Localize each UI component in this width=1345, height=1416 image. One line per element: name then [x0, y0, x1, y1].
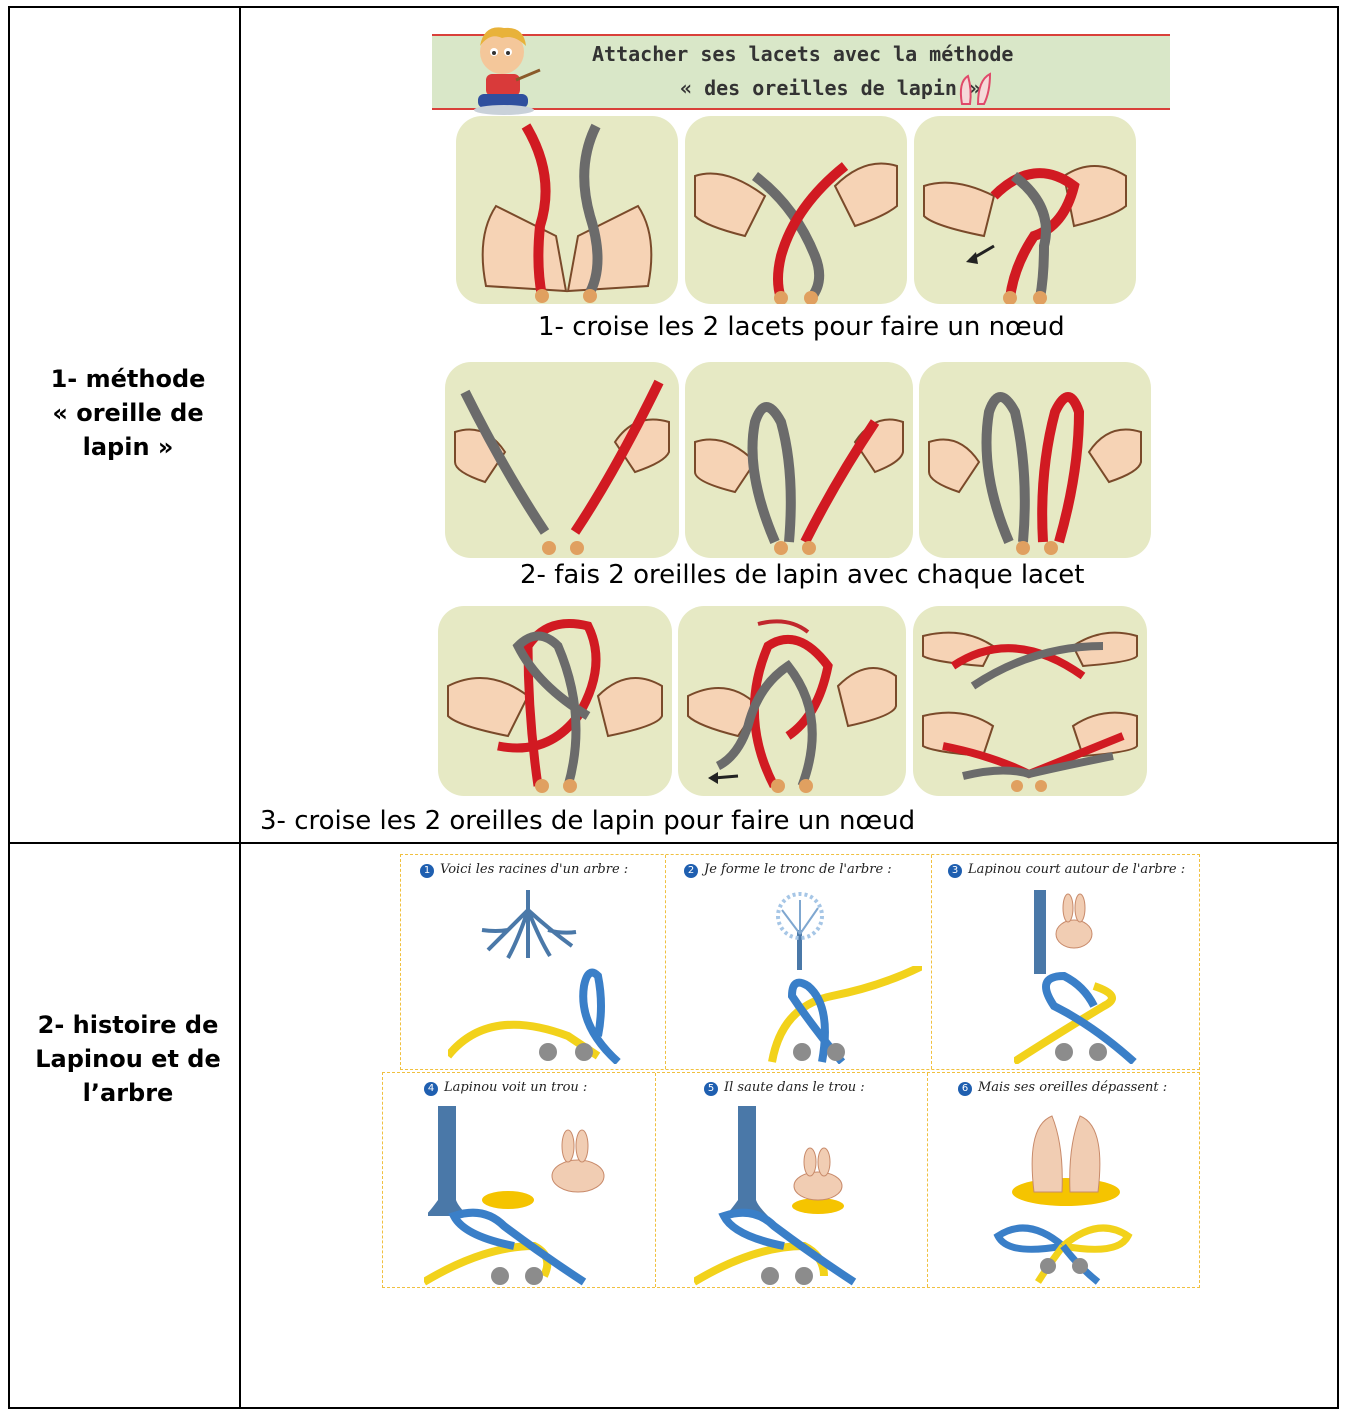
- row-2-label-line: 2- histoire de: [18, 1008, 238, 1042]
- step-number-badge: 3: [948, 864, 962, 878]
- step-2-panel-b: [685, 362, 913, 558]
- step-2-panel-c: [919, 362, 1151, 558]
- table-row-divider: [8, 842, 1339, 844]
- laces-illustration: [685, 362, 913, 558]
- step-2-caption: 2- fais 2 oreilles de lapin avec chaque …: [520, 560, 1084, 590]
- step-2-panel-a: [445, 362, 679, 558]
- bow-knot-illustration: [988, 1206, 1138, 1286]
- banner-title-line-1: Attacher ses lacets avec la méthode: [592, 42, 1013, 66]
- step-number-badge: 6: [958, 1082, 972, 1096]
- story-caption-text: Mais ses oreilles dépassent :: [978, 1080, 1167, 1095]
- step-number-badge: 1: [420, 864, 434, 878]
- step-1-caption: 1- croise les 2 lacets pour faire un nœu…: [538, 312, 1065, 342]
- row-2-label-line: Lapinou et de: [18, 1042, 238, 1076]
- table-right-border: [1337, 6, 1339, 1409]
- step-3-panel-a: [438, 606, 672, 796]
- row-2-label: 2- histoire de Lapinou et de l’arbre: [18, 1008, 238, 1110]
- table-top-border: [8, 6, 1339, 8]
- story-caption-1: 1 Voici les racines d'un arbre :: [420, 862, 628, 878]
- story-caption-5: 5 Il saute dans le trou :: [704, 1080, 865, 1096]
- laces-illustration: [913, 606, 1147, 796]
- method-table: 1- méthode « oreille de lapin » 2- histo…: [8, 6, 1339, 1409]
- bunny-ears-in-hole-illustration: [1006, 1106, 1126, 1206]
- row-1-label-line: 1- méthode: [18, 362, 238, 396]
- tree-and-bunny-illustration: [1026, 890, 1106, 974]
- story-caption-text: Il saute dans le trou :: [724, 1080, 865, 1095]
- row-1-label-line: « oreille de: [18, 396, 238, 430]
- story-caption-2: 2 Je forme le tronc de l'arbre :: [684, 862, 892, 878]
- boy-illustration: [464, 20, 544, 116]
- roots-illustration: [478, 890, 578, 960]
- step-1-panel-a: [456, 116, 678, 304]
- banner-title-line-2: « des oreilles de lapin »: [680, 76, 981, 100]
- step-3-panel-b: [678, 606, 906, 796]
- knot-illustration: [752, 966, 922, 1064]
- row-1-label-line: lapin »: [18, 430, 238, 464]
- laces-illustration: [456, 116, 678, 304]
- tree-illustration: [760, 890, 840, 970]
- story-caption-text: Je forme le tronc de l'arbre :: [704, 862, 892, 877]
- step-number-badge: 5: [704, 1082, 718, 1096]
- laces-illustration: [678, 606, 906, 796]
- row-1-label: 1- méthode « oreille de lapin »: [18, 362, 238, 464]
- story-caption-text: Lapinou court autour de l'arbre :: [968, 862, 1185, 877]
- laces-illustration: [914, 116, 1136, 304]
- step-number-badge: 2: [684, 864, 698, 878]
- table-column-divider: [239, 6, 241, 1409]
- bunny-ears-icon: [956, 72, 996, 106]
- story-caption-4: 4 Lapinou voit un trou :: [424, 1080, 587, 1096]
- story-caption-3: 3 Lapinou court autour de l'arbre :: [948, 862, 1185, 878]
- step-1-panel-c: [914, 116, 1136, 304]
- knot-illustration: [1014, 966, 1184, 1064]
- story-caption-6: 6 Mais ses oreilles dépassent :: [958, 1080, 1167, 1096]
- step-3-panel-c: [913, 606, 1147, 796]
- step-number-badge: 4: [424, 1082, 438, 1096]
- step-1-panel-b: [685, 116, 907, 304]
- table-left-border: [8, 6, 10, 1409]
- story-caption-text: Voici les racines d'un arbre :: [440, 862, 628, 877]
- laces-illustration: [919, 362, 1151, 558]
- laces-illustration: [438, 606, 672, 796]
- laces-illustration: [445, 362, 679, 558]
- story-caption-text: Lapinou voit un trou :: [444, 1080, 587, 1095]
- row-2-label-line: l’arbre: [18, 1076, 238, 1110]
- knot-illustration: [424, 1196, 594, 1286]
- table-bottom-border: [8, 1407, 1339, 1409]
- step-3-caption: 3- croise les 2 oreilles de lapin pour f…: [260, 806, 915, 836]
- knot-illustration: [448, 966, 638, 1064]
- knot-illustration: [694, 1196, 864, 1286]
- laces-illustration: [685, 116, 907, 304]
